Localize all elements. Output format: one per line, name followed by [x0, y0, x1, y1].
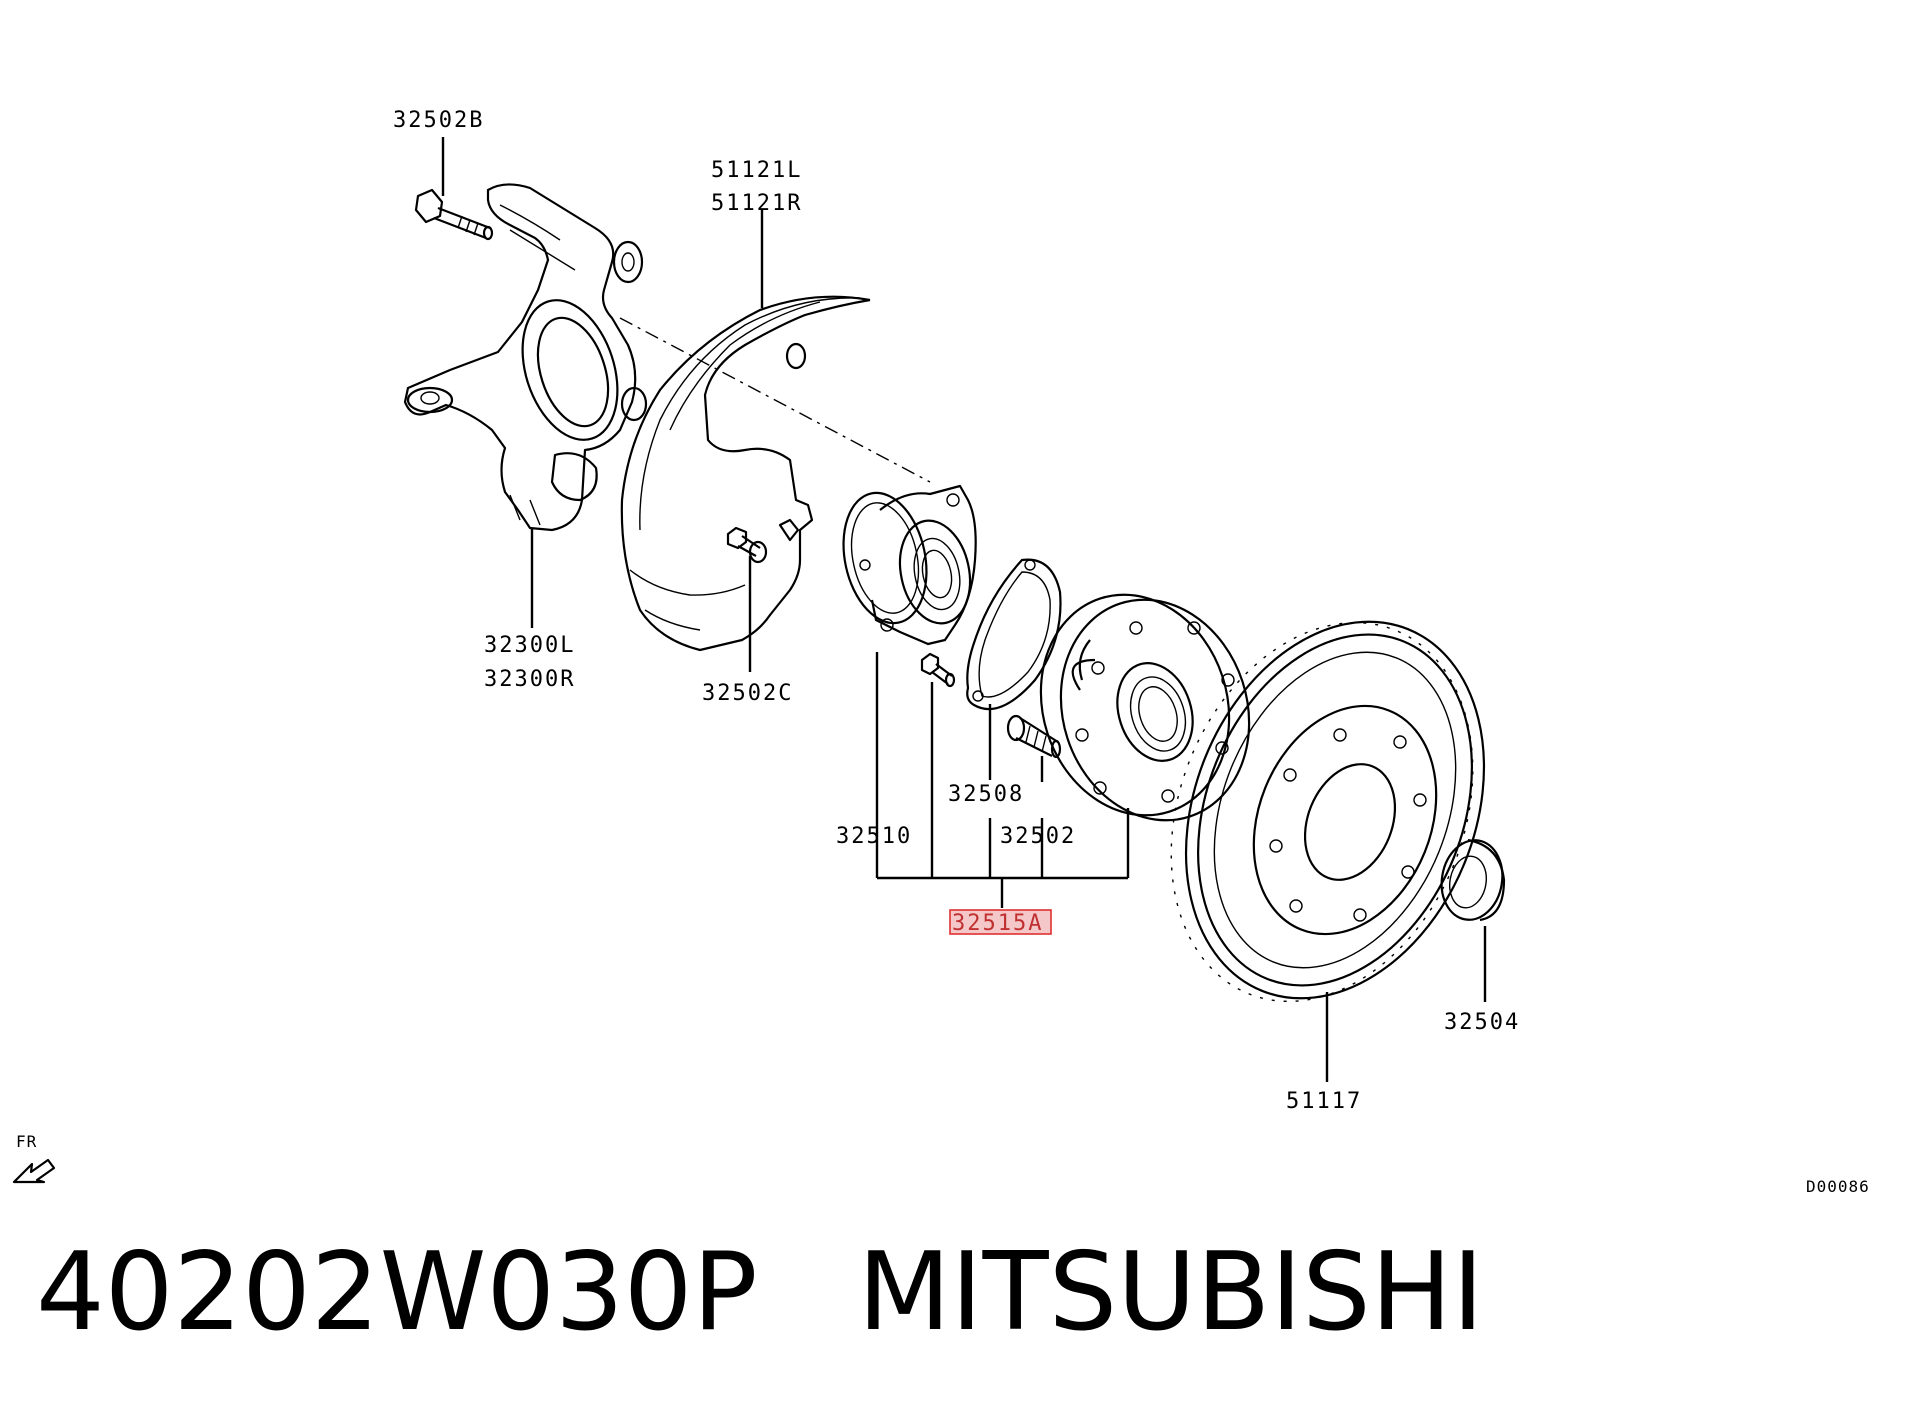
- callout-32508[interactable]: 32508: [948, 782, 1024, 807]
- axis-centerline: [619, 317, 931, 483]
- callout-32502B[interactable]: 32502B: [393, 108, 484, 133]
- seal-32508[interactable]: [966, 558, 1062, 711]
- callout-51121R[interactable]: 51121R: [711, 191, 802, 216]
- callout-32502[interactable]: 32502: [1000, 824, 1076, 849]
- callout-32300R[interactable]: 32300R: [484, 667, 575, 692]
- bolt-32502B[interactable]: [414, 188, 494, 241]
- hub-bolt-32502[interactable]: [1006, 714, 1062, 759]
- footer-caption: 40202W030P MITSUBISHI: [36, 1218, 1484, 1368]
- dust-shield[interactable]: [620, 295, 871, 652]
- leader-lines: [441, 137, 1487, 1082]
- hub-flange[interactable]: [1013, 570, 1277, 845]
- diagram-code: D00086: [1806, 1177, 1870, 1196]
- callout-32300L[interactable]: 32300L: [484, 633, 575, 658]
- callout-51121L[interactable]: 51121L: [711, 158, 802, 183]
- hub-cap[interactable]: [1436, 835, 1509, 924]
- hub-bearing[interactable]: [832, 484, 979, 646]
- part-number: 40202W030P: [36, 1230, 758, 1355]
- brand-name: MITSUBISHI: [857, 1230, 1484, 1355]
- callout-51117[interactable]: 51117: [1286, 1089, 1362, 1114]
- callout-32515A-highlight: [949, 909, 1052, 935]
- callout-32515A[interactable]: 32515A: [952, 911, 1043, 936]
- direction-arrow-icon: [12, 1158, 56, 1184]
- callout-32510[interactable]: 32510: [836, 824, 912, 849]
- bolt-32502C[interactable]: [726, 526, 768, 564]
- small-bolt[interactable]: [920, 652, 956, 688]
- callout-32504[interactable]: 32504: [1444, 1010, 1520, 1035]
- direction-label: FR: [16, 1132, 37, 1151]
- steering-knuckle[interactable]: [403, 183, 648, 532]
- callout-32502C[interactable]: 32502C: [702, 681, 793, 706]
- brake-disc[interactable]: [1117, 577, 1538, 1047]
